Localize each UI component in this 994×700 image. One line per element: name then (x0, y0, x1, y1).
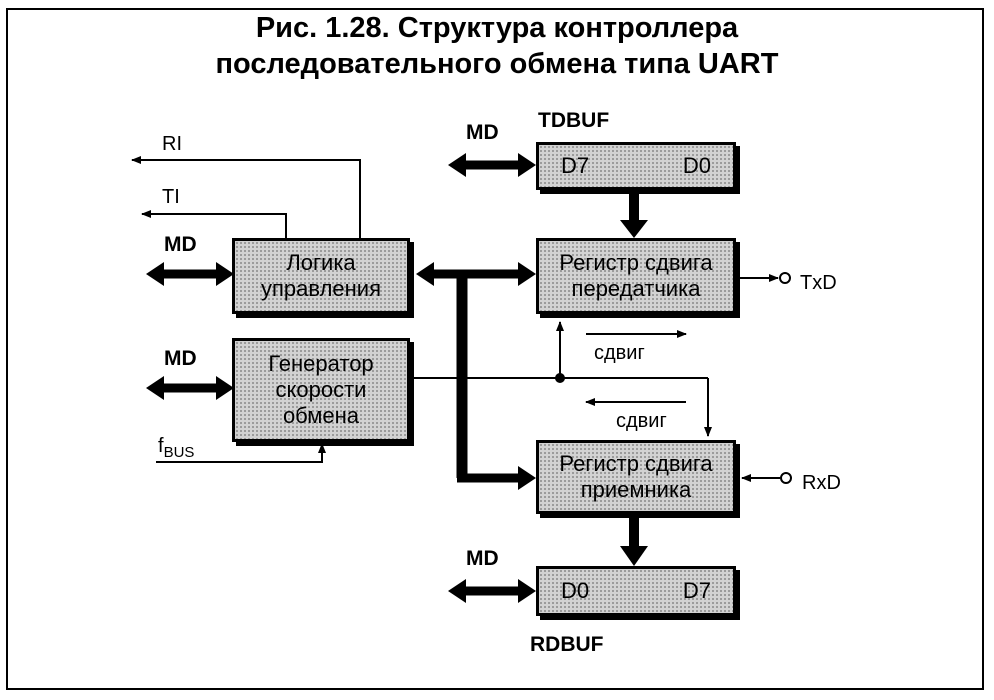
figure-frame (6, 8, 984, 690)
rdbuf-block: D0 D7 (536, 566, 736, 616)
rxd-input (741, 472, 792, 484)
tdbuf-to-tx-arrow (620, 190, 648, 238)
fbus-line (156, 443, 326, 463)
control-logic-line-1: Логика (286, 250, 356, 275)
md-label-rdbuf: MD (466, 547, 499, 570)
fbus-main: f (158, 435, 164, 457)
control-logic-line-2: управления (261, 276, 381, 301)
tdbuf-right-bit: D0 (682, 153, 711, 178)
ri-line (131, 156, 361, 238)
rx-shift-line-2: приемника (580, 477, 692, 502)
md-bus-arrow-tdbuf (448, 153, 536, 177)
title-line-2: последовательного обмена типа UART (215, 48, 779, 80)
control-logic-block: Логика управления (232, 238, 410, 314)
rx-shift-line-1: Регистр сдвига (559, 451, 713, 476)
md-label-tdbuf: MD (466, 121, 499, 144)
txd-output (738, 272, 791, 284)
rdbuf-left-bit: D0 (561, 578, 590, 603)
shift-tx-label: сдвиг (594, 342, 645, 364)
tx-shift-line-2: передатчика (571, 276, 701, 301)
md-bus-arrow-rdbuf (448, 579, 536, 603)
fbus-label: fBUS (158, 435, 194, 464)
tx-shift-register-block: Регистр сдвига передатчика (536, 238, 736, 314)
tdbuf-block: D7 D0 (536, 142, 736, 190)
tdbuf-left-bit: D7 (561, 153, 590, 178)
md-bus-arrow-logic (146, 262, 234, 286)
clock-lines (410, 321, 712, 437)
rxd-label: RxD (802, 472, 841, 494)
figure-title: Рис. 1.28. Структура контроллера последо… (0, 10, 994, 82)
tdbuf-label: TDBUF (538, 109, 610, 132)
baud-generator-line-3: обмена (282, 403, 360, 428)
rx-shift-register-block: Регистр сдвига приемника (536, 440, 736, 514)
txd-label: TxD (800, 272, 837, 294)
tx-shift-line-1: Регистр сдвига (559, 250, 713, 275)
ri-label: RI (162, 133, 182, 155)
rdbuf-label: RDBUF (530, 633, 604, 656)
shift-rx-label: сдвиг (616, 410, 667, 432)
md-bus-arrow-generator (146, 376, 234, 400)
fbus-sub: BUS (163, 444, 195, 461)
md-label-generator: MD (164, 347, 197, 370)
md-label-logic: MD (164, 233, 197, 256)
title-line-1: Рис. 1.28. Структура контроллера (255, 12, 739, 44)
rdbuf-right-bit: D7 (682, 578, 711, 603)
baud-generator-line-1: Генератор (268, 351, 374, 376)
ti-line (141, 210, 287, 238)
rx-to-rdbuf-arrow (620, 514, 648, 566)
ti-label: TI (162, 186, 180, 208)
baud-generator-line-2: скорости (275, 377, 367, 402)
internal-bus (416, 262, 536, 490)
baud-generator-block: Генератор скорости обмена (232, 338, 410, 442)
